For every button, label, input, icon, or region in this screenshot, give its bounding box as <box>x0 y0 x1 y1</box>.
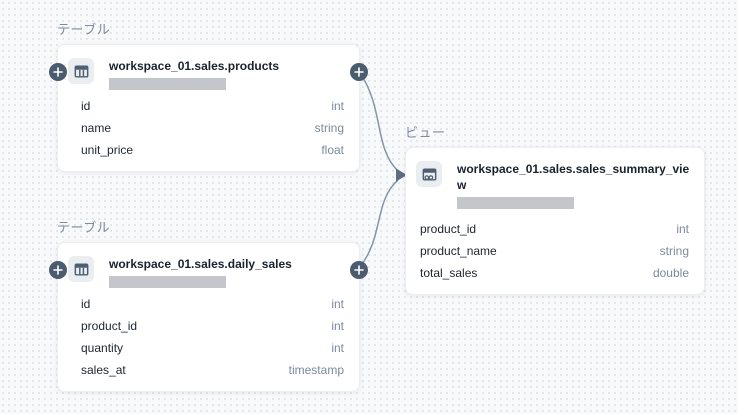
column-row[interactable]: product_id int <box>420 218 689 240</box>
card-header: workspace_01.sales.daily_sales <box>58 243 359 288</box>
column-type: int <box>331 341 344 355</box>
column-name: product_id <box>420 222 477 236</box>
view-card-sales-summary[interactable]: workspace_01.sales.sales_summary_view pr… <box>405 147 705 295</box>
column-type: int <box>331 319 344 333</box>
column-name: sales_at <box>81 363 126 377</box>
plus-icon <box>354 265 364 275</box>
column-name: id <box>81 99 91 113</box>
column-row[interactable]: unit_price float <box>81 139 344 161</box>
node-products: テーブル workspace_01.sales.products <box>49 22 368 172</box>
node-type-label: テーブル <box>57 22 111 37</box>
plus-icon <box>354 67 364 77</box>
column-type: float <box>321 143 344 157</box>
column-type: int <box>676 222 689 236</box>
edge-products-to-view <box>359 72 399 172</box>
column-type: double <box>652 266 689 280</box>
column-list: id int product_id int quantity int sales… <box>58 293 359 391</box>
node-title: workspace_01.sales.sales_summary_view <box>457 162 690 192</box>
expand-downstream-button-daily-sales[interactable] <box>350 261 368 279</box>
column-name: product_name <box>420 244 497 258</box>
node-title: workspace_01.sales.products <box>109 59 280 73</box>
plus-icon <box>53 265 63 275</box>
column-type: string <box>659 244 689 258</box>
column-row[interactable]: product_id int <box>81 315 344 337</box>
plus-icon <box>53 67 63 77</box>
column-row[interactable]: sales_at timestamp <box>81 359 344 381</box>
column-name: product_id <box>81 319 138 333</box>
table-card-daily-sales[interactable]: workspace_01.sales.daily_sales id int pr… <box>49 242 368 392</box>
expand-upstream-button-daily-sales[interactable] <box>49 261 67 279</box>
redacted-subtitle-bar <box>109 276 226 288</box>
column-row[interactable]: quantity int <box>81 337 344 359</box>
table-icon <box>68 58 94 84</box>
node-type-label: テーブル <box>57 220 111 235</box>
column-type: timestamp <box>288 363 344 377</box>
view-icon <box>416 161 442 187</box>
column-name: id <box>81 297 91 311</box>
column-name: unit_price <box>81 143 134 157</box>
card-header: workspace_01.sales.sales_summary_view <box>406 148 704 209</box>
column-row[interactable]: id int <box>81 293 344 315</box>
column-type: string <box>314 121 344 135</box>
column-name: total_sales <box>420 266 478 280</box>
expand-upstream-button-products[interactable] <box>49 63 67 81</box>
column-name: name <box>81 121 112 135</box>
redacted-subtitle-bar <box>109 78 226 90</box>
column-type: int <box>331 99 344 113</box>
redacted-subtitle-bar <box>457 197 574 209</box>
column-row[interactable]: id int <box>81 95 344 117</box>
column-list: product_id int product_name string total… <box>406 218 704 294</box>
column-name: quantity <box>81 341 124 355</box>
column-list: id int name string unit_price float <box>58 95 359 171</box>
node-daily-sales: テーブル workspace_01.sales.daily_sales <box>49 220 368 392</box>
column-type: int <box>331 297 344 311</box>
node-type-label: ビュー <box>405 125 446 140</box>
edge-arrowhead-icon <box>396 168 407 182</box>
table-icon <box>68 256 94 282</box>
edge-daily-sales-to-view <box>359 179 399 268</box>
card-header: workspace_01.sales.products <box>58 45 359 90</box>
column-row[interactable]: total_sales double <box>420 262 689 284</box>
node-title: workspace_01.sales.daily_sales <box>109 257 292 271</box>
column-row[interactable]: product_name string <box>420 240 689 262</box>
expand-downstream-button-products[interactable] <box>350 63 368 81</box>
node-sales-summary-view: ビュー workspace_01.sales.sales_summary_vie… <box>405 125 705 295</box>
column-row[interactable]: name string <box>81 117 344 139</box>
table-card-products[interactable]: workspace_01.sales.products id int name … <box>49 44 368 172</box>
